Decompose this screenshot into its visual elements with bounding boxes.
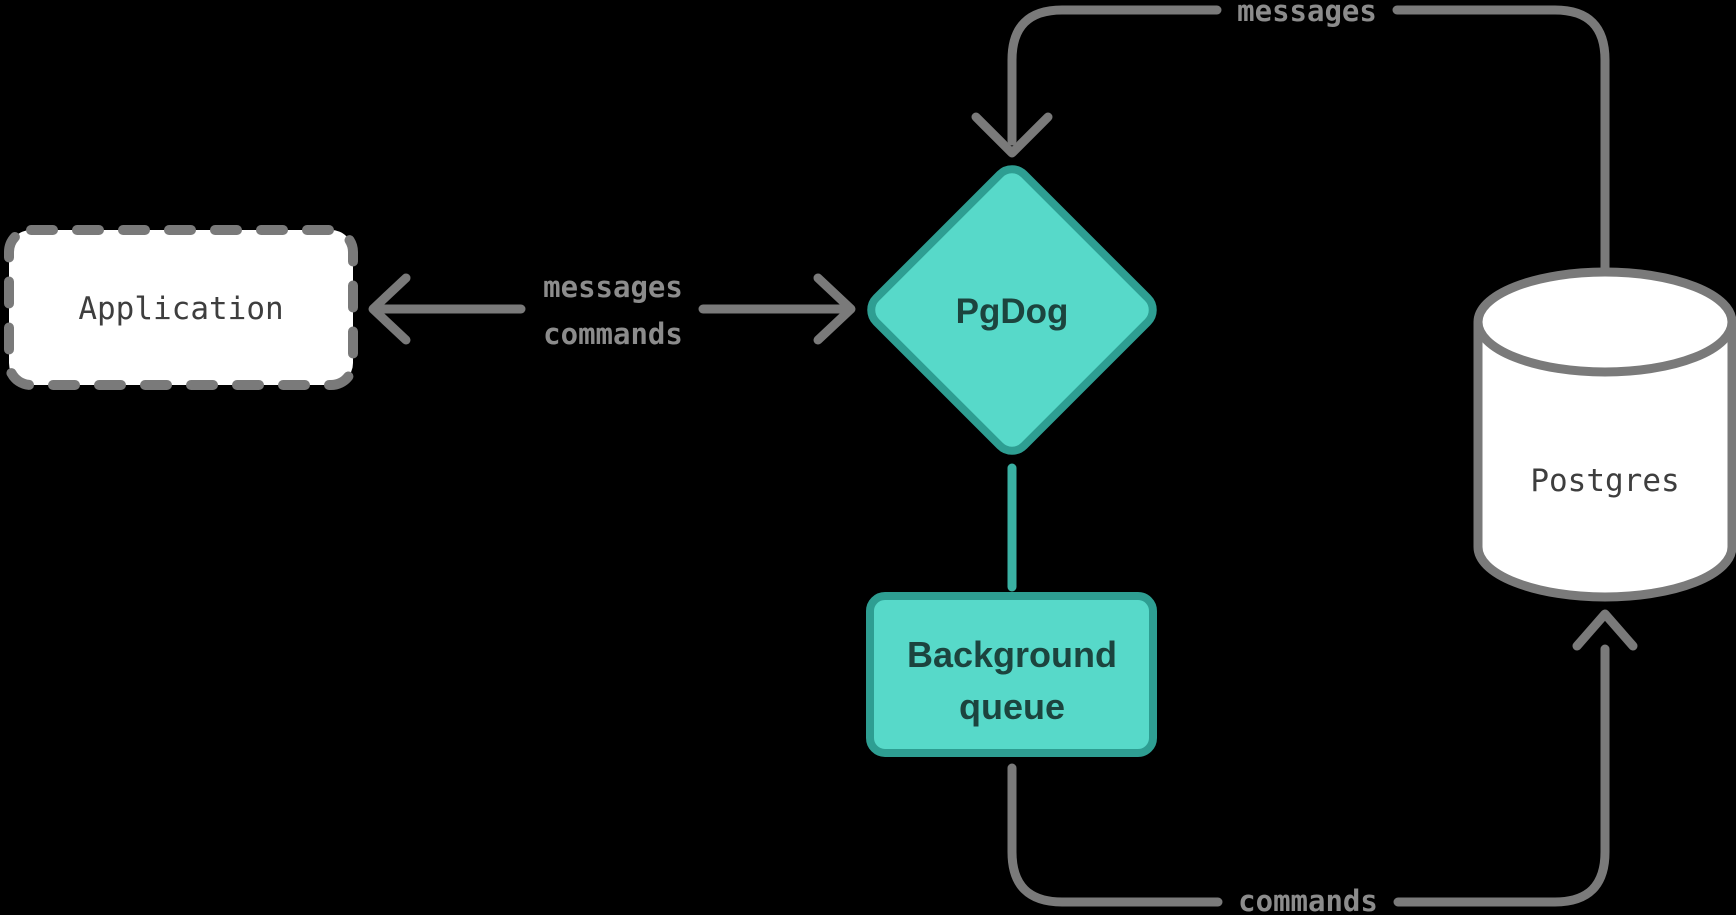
app-pgdog-commands-label: commands [543, 317, 683, 351]
postgres-pgdog-path-left [1007, 5, 1222, 146]
app-pgdog-messages-label: messages [543, 270, 683, 304]
postgres-cylinder [1473, 267, 1736, 602]
pgdog-label: PgDog [955, 292, 1069, 331]
postgres-pgdog-path-right [1392, 5, 1610, 277]
queue-postgres-commands-label: commands [1238, 884, 1378, 915]
queue-postgres-path-left [1007, 763, 1223, 907]
pgdog-diamond [867, 165, 1157, 455]
app-pgdog-arrow [368, 273, 856, 345]
left-arrowhead-icon [368, 273, 411, 345]
down-arrowhead-icon [971, 112, 1053, 158]
queue-postgres-path-right [1393, 644, 1610, 907]
postgres-cylinder-top [1473, 267, 1736, 377]
postgres-label: Postgres [1530, 463, 1680, 499]
up-arrowhead-icon [1572, 609, 1638, 651]
postgres-pgdog-messages-label: messages [1237, 0, 1377, 28]
application-box [4, 225, 358, 390]
background-queue-label-line1: Background [906, 634, 1118, 675]
application-label: Application [78, 291, 284, 327]
postgres-cylinder-body [1473, 322, 1736, 602]
queue-postgres-path [1007, 609, 1638, 907]
background-queue-box [866, 592, 1157, 757]
background-queue-label: Background queue [907, 629, 1117, 733]
right-arrowhead-icon [813, 273, 856, 345]
background-queue-label-line2: queue [958, 686, 1065, 727]
postgres-pgdog-path [971, 5, 1610, 277]
